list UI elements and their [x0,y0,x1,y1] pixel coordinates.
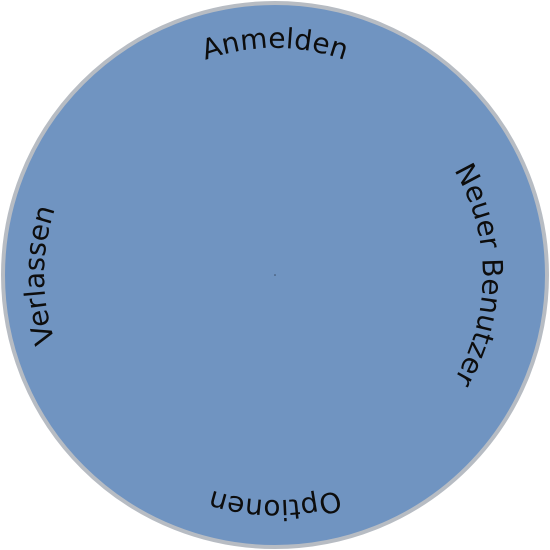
center-dot [274,274,276,276]
